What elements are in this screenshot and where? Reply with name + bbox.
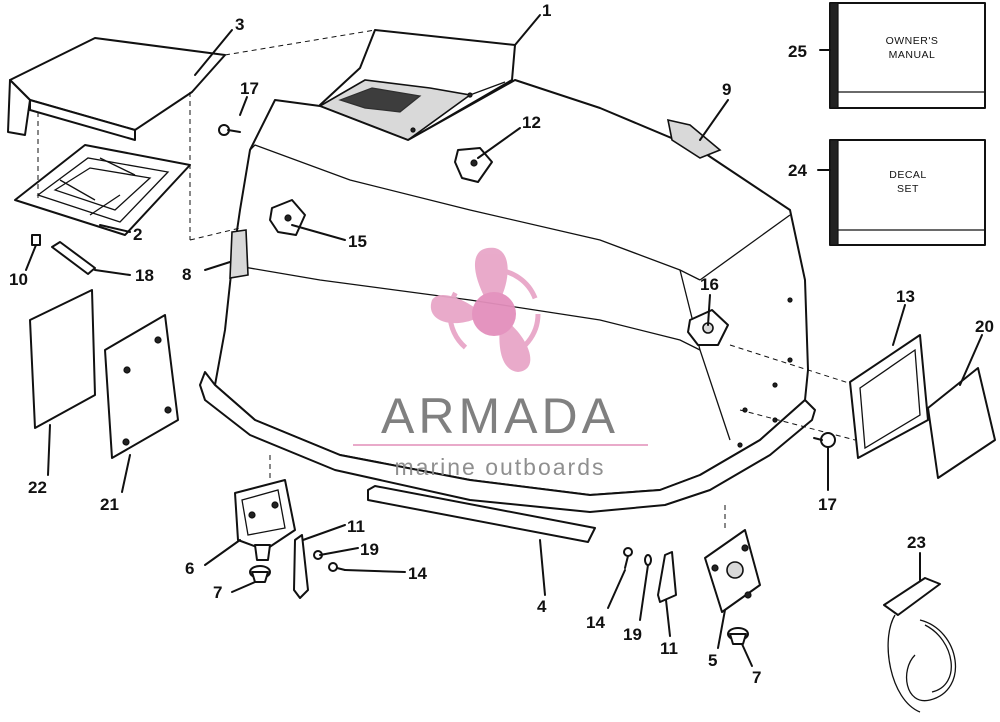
gasket-20	[927, 367, 996, 479]
armada-watermark: ARMADA marine outboards	[353, 247, 648, 480]
decal-set-line2: SET	[897, 183, 919, 195]
callout-13: 13	[896, 287, 915, 306]
callout-17-right: 17	[818, 495, 837, 514]
callout-18: 18	[135, 266, 154, 285]
clip-12	[454, 147, 493, 183]
trim-strip	[367, 485, 596, 543]
callout-23: 23	[907, 533, 926, 552]
leader-lines	[25, 14, 983, 667]
gasket-22	[29, 289, 96, 429]
callout-11-right: 11	[660, 639, 678, 658]
callout-2: 2	[133, 225, 142, 244]
callout-8: 8	[182, 265, 191, 284]
decal-set-line1: DECAL	[889, 169, 927, 181]
owners-manual-line1: OWNER'S	[886, 35, 939, 47]
callout-20: 20	[975, 317, 994, 336]
callout-14-left: 14	[408, 564, 427, 583]
bracket-6	[234, 479, 296, 561]
washer-19-right	[644, 554, 652, 566]
callout-12: 12	[522, 113, 541, 132]
foam-pad-top	[666, 118, 722, 159]
callout-14-right: 14	[586, 613, 605, 632]
callout-4: 4	[537, 597, 547, 616]
clip-16	[687, 309, 729, 346]
owners-manual-line2: MANUAL	[889, 49, 936, 61]
latch-11-left	[293, 534, 309, 599]
callout-22: 22	[28, 478, 47, 497]
callout-10: 10	[9, 270, 28, 289]
callout-19-right: 19	[623, 625, 642, 644]
callout-24: 24	[788, 161, 807, 180]
callout-19-left: 19	[360, 540, 379, 559]
bracket-5	[704, 529, 761, 613]
callout-7-right: 7	[752, 668, 761, 687]
tool-cable-23	[883, 577, 957, 713]
owners-manual-box: OWNER'S MANUAL	[829, 2, 986, 109]
foam-pad-left	[229, 229, 249, 279]
callout-5: 5	[708, 651, 717, 670]
screw-17-top	[218, 124, 241, 136]
bolt-10	[31, 234, 41, 246]
latch-11-right	[657, 551, 677, 603]
callout-15: 15	[348, 232, 367, 251]
foot-7-left	[249, 565, 271, 583]
plate-13	[849, 334, 929, 459]
decal-set-box: DECAL SET	[829, 139, 986, 246]
engine-cover	[199, 29, 816, 513]
brand-tagline: marine outboards	[395, 454, 606, 480]
callout-6: 6	[185, 559, 194, 578]
foot-7-right	[727, 627, 749, 645]
callout-9: 9	[722, 80, 731, 99]
brand-name: ARMADA	[381, 388, 619, 444]
callout-16: 16	[700, 275, 719, 294]
callout-11-left: 11	[347, 517, 365, 536]
callout-25: 25	[788, 42, 807, 61]
top-cover	[7, 37, 226, 141]
callout-17-top: 17	[240, 79, 259, 98]
propeller-logo-icon	[430, 247, 541, 372]
callout-7-left: 7	[213, 583, 222, 602]
callout-1: 1	[542, 1, 551, 20]
grille-plate	[14, 144, 191, 236]
callout-21: 21	[100, 495, 119, 514]
callout-3: 3	[235, 15, 244, 34]
screw-14-right	[623, 547, 633, 569]
screw-17-right	[813, 432, 836, 448]
pin-18	[51, 241, 96, 275]
plate-21	[104, 314, 179, 459]
screw-14-left	[328, 562, 346, 572]
callout-numbers: 1 2 3 4 5 6 7 7 8 9 10 11 11 12 13 14 14…	[9, 1, 994, 687]
